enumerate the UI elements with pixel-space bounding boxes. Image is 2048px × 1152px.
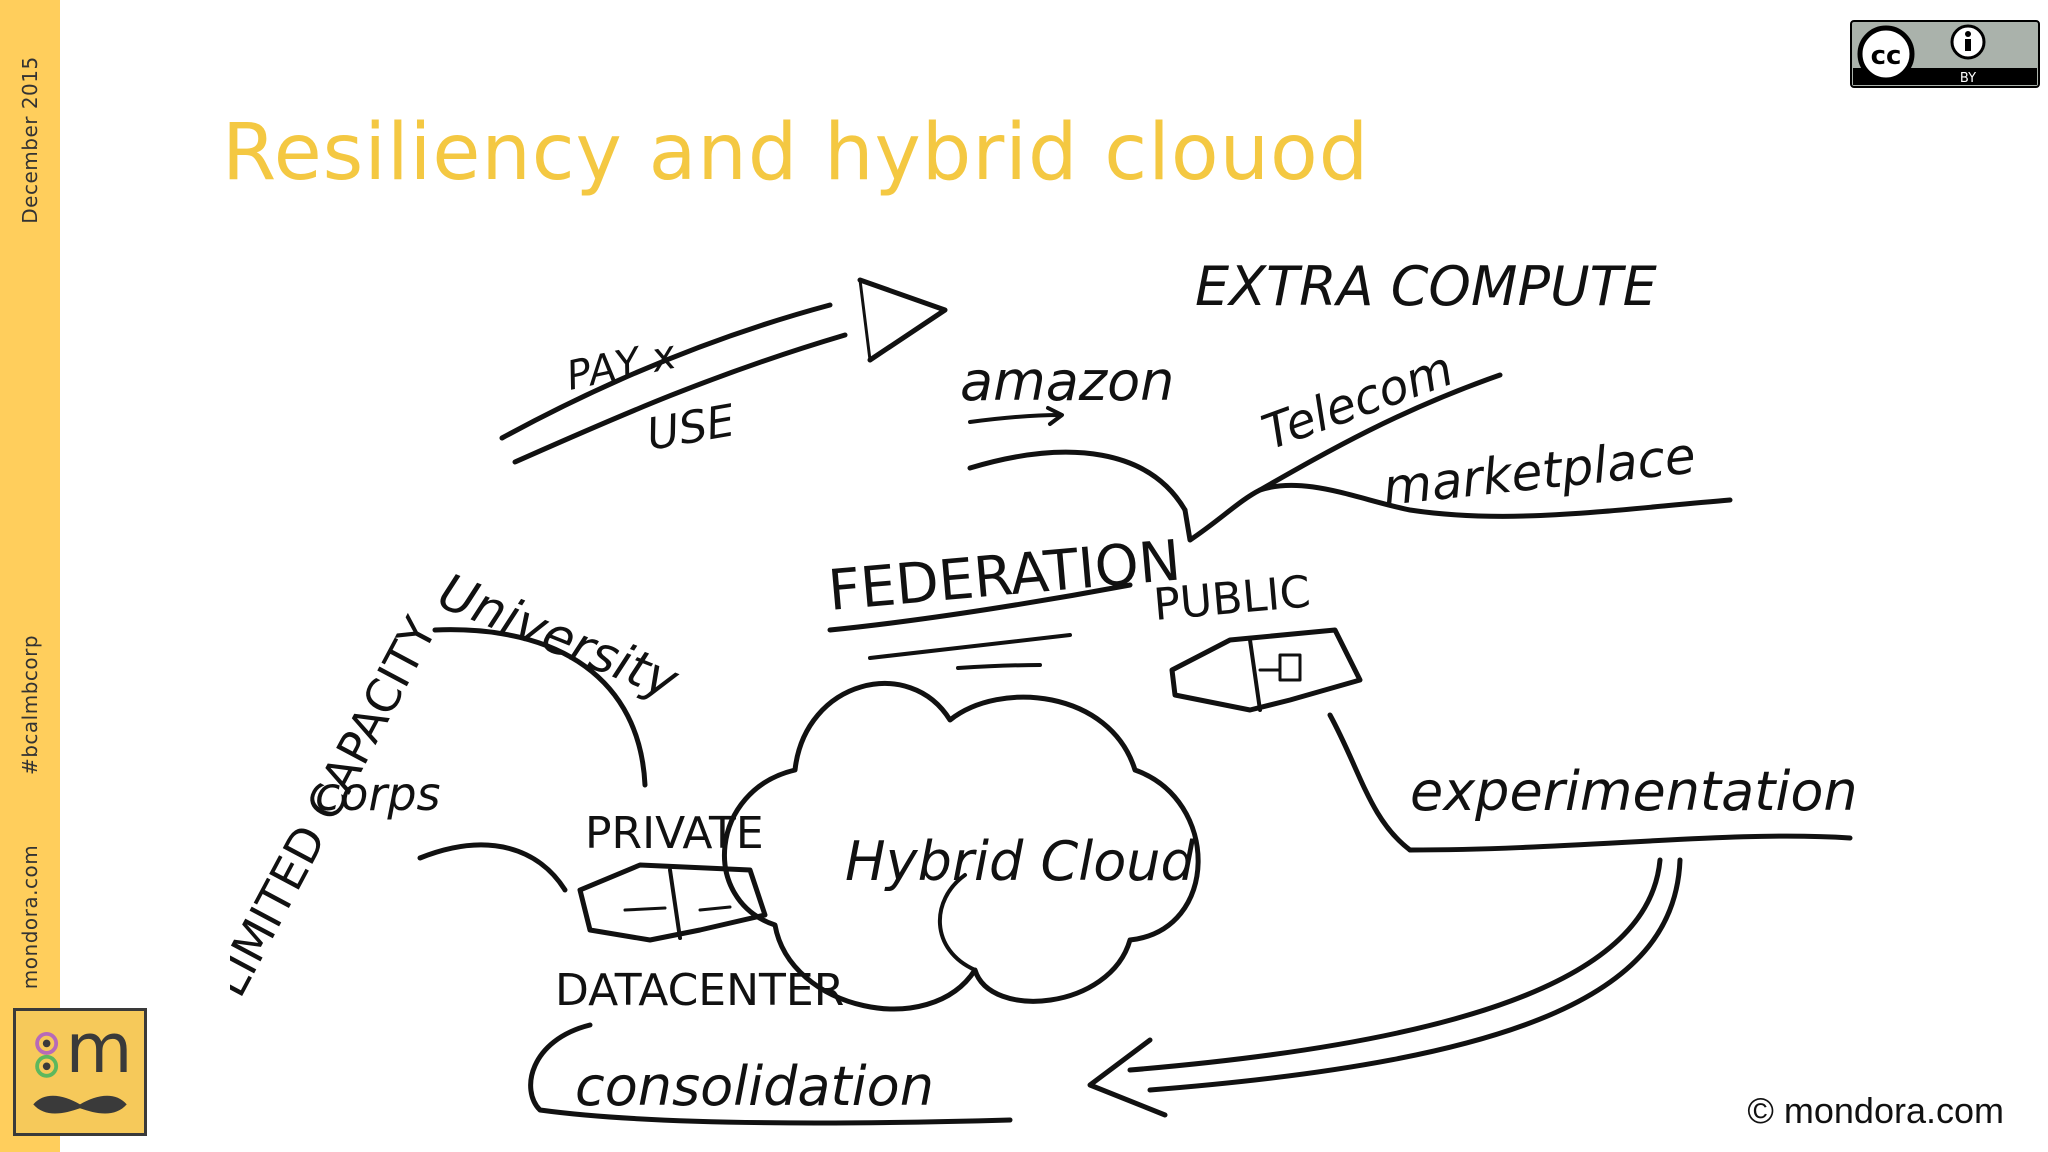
private-server-box xyxy=(577,862,768,943)
label-telecom: Telecom xyxy=(1255,341,1461,461)
sidebar-hashtag: #bcalmbcorp xyxy=(18,634,42,776)
mondora-logo: m xyxy=(13,1008,147,1136)
label-use: USE xyxy=(643,395,739,461)
logo-letter: m xyxy=(66,1011,133,1089)
public-branch-line xyxy=(1182,482,1733,543)
by-label: BY xyxy=(1960,71,1976,86)
label-corps: corps xyxy=(315,767,441,821)
label-consolidation: consolidation xyxy=(575,1055,934,1118)
label-extra-compute: EXTRA COMPUTE xyxy=(1195,255,1658,318)
label-hybrid-cloud: Hybrid Cloud xyxy=(845,830,1195,893)
federation-underline xyxy=(827,582,1133,633)
experimentation-underline xyxy=(1407,833,1853,853)
logo-dot-purple xyxy=(35,1031,59,1055)
label-private: PRIVATE xyxy=(585,808,764,859)
copyright-notice: © mondora.com xyxy=(1747,1090,2004,1131)
label-experimentation: experimentation xyxy=(1410,760,1858,823)
cc-icon xyxy=(1857,25,1915,83)
datacenter-connector-line xyxy=(528,1022,1013,1126)
corps-branch-line xyxy=(417,842,568,893)
cc-by-license-badge[interactable]: cc BY xyxy=(1850,20,2040,88)
hybrid-cloud-sketch: EXTRA COMPUTE PAY x USE amazon Telecom m… xyxy=(230,210,2030,1150)
label-amazon: amazon xyxy=(960,350,1174,413)
sidebar-date: December 2015 xyxy=(18,56,42,224)
pay-per-use-arrow-head xyxy=(857,277,948,363)
label-university: University xyxy=(431,562,688,711)
telecom-branch-line xyxy=(1257,372,1503,493)
consolidation-arrow-line-outer xyxy=(1127,857,1663,1073)
university-branch-line xyxy=(432,627,648,788)
slide-title: Resiliency and hybrid clouod xyxy=(222,108,1370,198)
sidebar-site: mondora.com xyxy=(18,844,42,990)
experimentation-branch-line xyxy=(1327,712,1413,853)
label-pay-x: PAY x xyxy=(563,332,681,400)
sidebar: December 2015 #bcalmbcorp mondora.com xyxy=(0,0,60,1152)
consolidation-arrow-head xyxy=(1087,1037,1168,1118)
cc-label: cc xyxy=(1871,41,1902,71)
label-marketplace: marketplace xyxy=(1380,426,1698,516)
consolidation-arrow-line-inner xyxy=(1147,857,1683,1093)
public-server-box xyxy=(1169,627,1363,713)
pay-per-use-arrow-line-top xyxy=(499,302,833,441)
label-datacenter: DATACENTER xyxy=(555,965,844,1016)
pay-per-use-arrow-line-bottom xyxy=(512,332,848,465)
label-federation: FEDERATION xyxy=(826,528,1184,624)
amazon-branch-line xyxy=(967,449,1188,513)
logo-dot-green xyxy=(35,1054,59,1078)
mustache-icon xyxy=(33,1095,127,1114)
